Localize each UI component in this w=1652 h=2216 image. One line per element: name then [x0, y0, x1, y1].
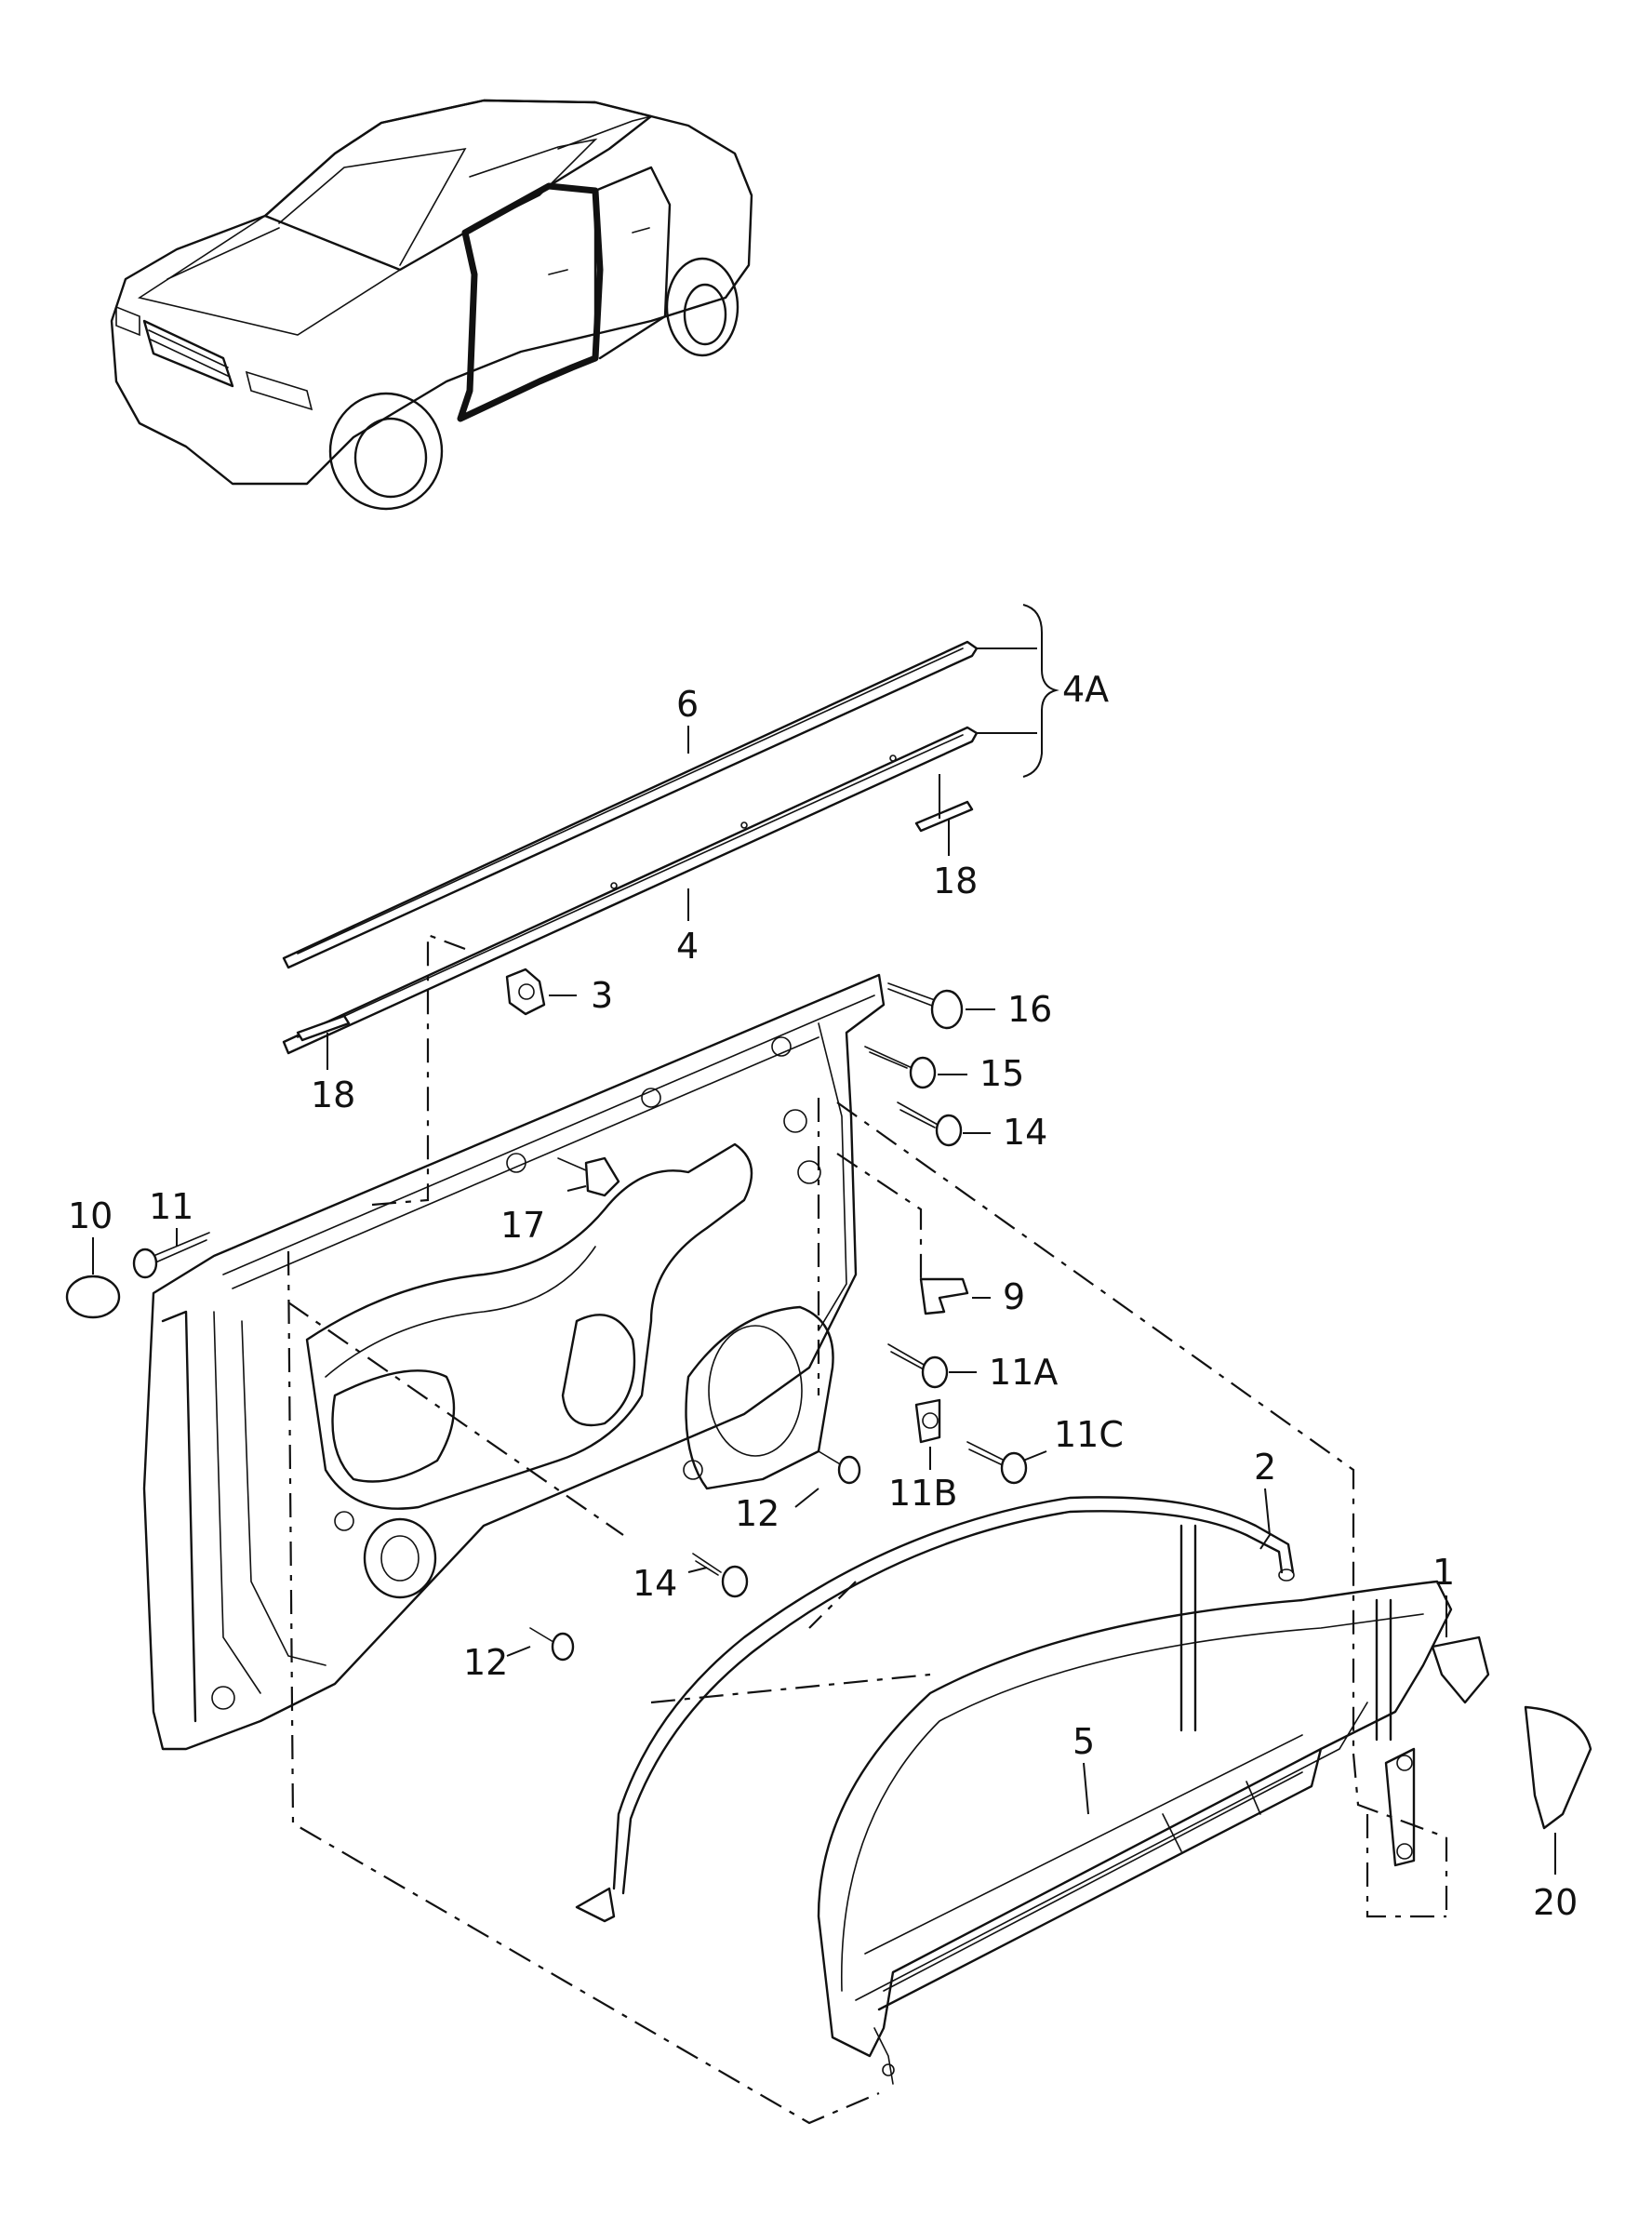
corner-cover-1	[1431, 1635, 1490, 1704]
callout-12-lower: 12	[463, 1642, 508, 1683]
callout-9: 9	[1003, 1276, 1025, 1317]
screw-14-upper	[897, 1101, 963, 1147]
callout-12-upper: 12	[735, 1493, 779, 1534]
callout-20: 20	[1533, 1882, 1578, 1923]
callout-labels: 6 4A 4 18 18 3 16 15 14 17 9 11A 11C 11B…	[68, 669, 1578, 1923]
screw-12-upper	[818, 1450, 861, 1485]
cap-10	[65, 1275, 121, 1319]
screw-14-lower	[692, 1553, 749, 1598]
callout-1: 1	[1432, 1552, 1455, 1593]
callout-4a: 4A	[1062, 669, 1109, 710]
clip-3	[505, 968, 546, 1016]
callout-11c: 11C	[1054, 1414, 1124, 1455]
callout-18-right: 18	[933, 861, 978, 901]
bracket-4a	[977, 604, 1059, 778]
end-cap-20	[1524, 1705, 1592, 1830]
callout-6: 6	[676, 684, 699, 725]
callout-11a: 11A	[989, 1352, 1058, 1393]
channel-seal-2	[575, 1496, 1295, 1923]
window-trim-strip-4	[282, 726, 979, 1055]
screw-11	[132, 1232, 210, 1279]
screw-12-lower	[529, 1627, 575, 1662]
callout-14-upper: 14	[1003, 1112, 1047, 1153]
window-trim-strip-6	[282, 640, 979, 969]
assembly-boundary-dashed	[286, 933, 1448, 2125]
screw-15	[864, 1046, 937, 1089]
felt-pad-18-left	[296, 1014, 351, 1042]
bolt-16	[887, 982, 964, 1030]
callout-4: 4	[676, 926, 699, 967]
callout-5: 5	[1072, 1721, 1095, 1762]
callout-10: 10	[68, 1195, 113, 1236]
vehicle-locator-illustration	[110, 99, 753, 511]
nut-11b	[914, 1398, 941, 1444]
callout-17: 17	[500, 1205, 545, 1246]
callout-3: 3	[591, 975, 613, 1016]
callout-14-lower: 14	[633, 1563, 677, 1604]
callout-18-left: 18	[311, 1075, 355, 1115]
callout-2: 2	[1254, 1447, 1276, 1488]
screw-11a	[887, 1343, 949, 1389]
leader-lines	[92, 726, 1556, 1875]
callout-11: 11	[149, 1186, 193, 1227]
felt-pad-18-right	[914, 800, 974, 833]
grommet-17	[557, 1156, 620, 1197]
retainer-clip-9	[919, 1277, 969, 1315]
window-frame-5	[817, 1524, 1453, 2085]
callout-16: 16	[1007, 989, 1052, 1030]
callout-11b: 11B	[888, 1473, 957, 1514]
callout-15: 15	[979, 1053, 1024, 1094]
door-inner-panel	[142, 973, 886, 1751]
screw-11c	[966, 1441, 1028, 1485]
